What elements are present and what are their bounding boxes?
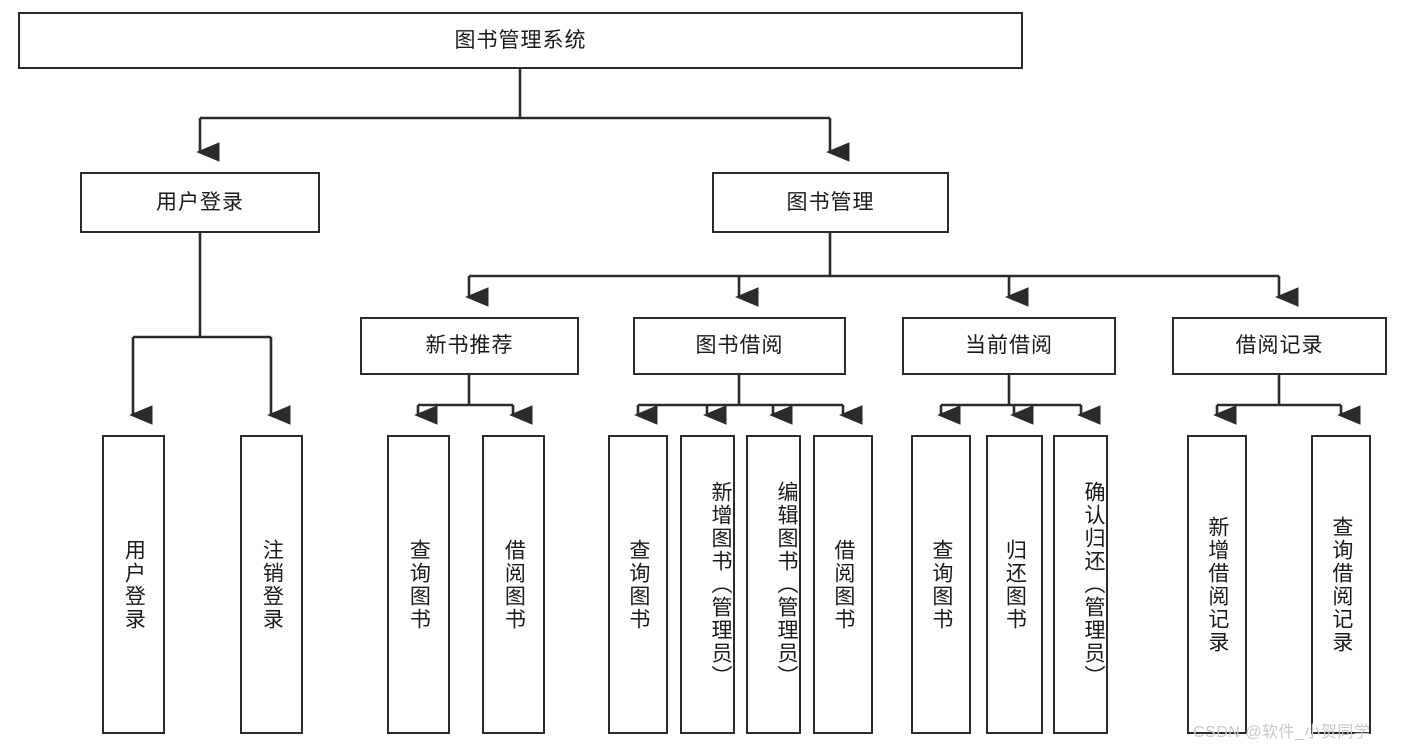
leaf-edit-book-admin[interactable]: 编辑图书（管理员） — [746, 435, 801, 734]
leaf-query-books-borrow[interactable]: 查询图书 — [608, 435, 668, 734]
node-book-borrow[interactable]: 图书借阅 — [633, 317, 846, 375]
node-borrow-record[interactable]: 借阅记录 — [1172, 317, 1387, 375]
leaf-borrow-books-borrow[interactable]: 借阅图书 — [813, 435, 873, 734]
leaf-user-logout[interactable]: 注销登录 — [240, 435, 303, 734]
node-current-borrow[interactable]: 当前借阅 — [902, 317, 1116, 375]
watermark-csdn: CSDN @软件_小贺同学 — [1193, 724, 1371, 741]
leaf-query-borrow-record[interactable]: 查询借阅记录 — [1311, 435, 1371, 734]
node-root-system[interactable]: 图书管理系统 — [18, 12, 1023, 69]
leaf-confirm-return-admin[interactable]: 确认归还（管理员） — [1053, 435, 1108, 734]
node-new-book-recommend[interactable]: 新书推荐 — [360, 317, 579, 375]
leaf-query-books-current[interactable]: 查询图书 — [911, 435, 971, 734]
leaf-add-borrow-record[interactable]: 新增借阅记录 — [1187, 435, 1247, 734]
leaf-query-books-recommend[interactable]: 查询图书 — [387, 435, 450, 734]
leaf-return-books[interactable]: 归还图书 — [986, 435, 1043, 734]
node-book-manage[interactable]: 图书管理 — [712, 172, 949, 233]
leaf-borrow-books-recommend[interactable]: 借阅图书 — [482, 435, 545, 734]
leaf-user-login[interactable]: 用户登录 — [102, 435, 165, 734]
node-user-login[interactable]: 用户登录 — [80, 172, 320, 233]
leaf-add-book-admin[interactable]: 新增图书（管理员） — [680, 435, 735, 734]
